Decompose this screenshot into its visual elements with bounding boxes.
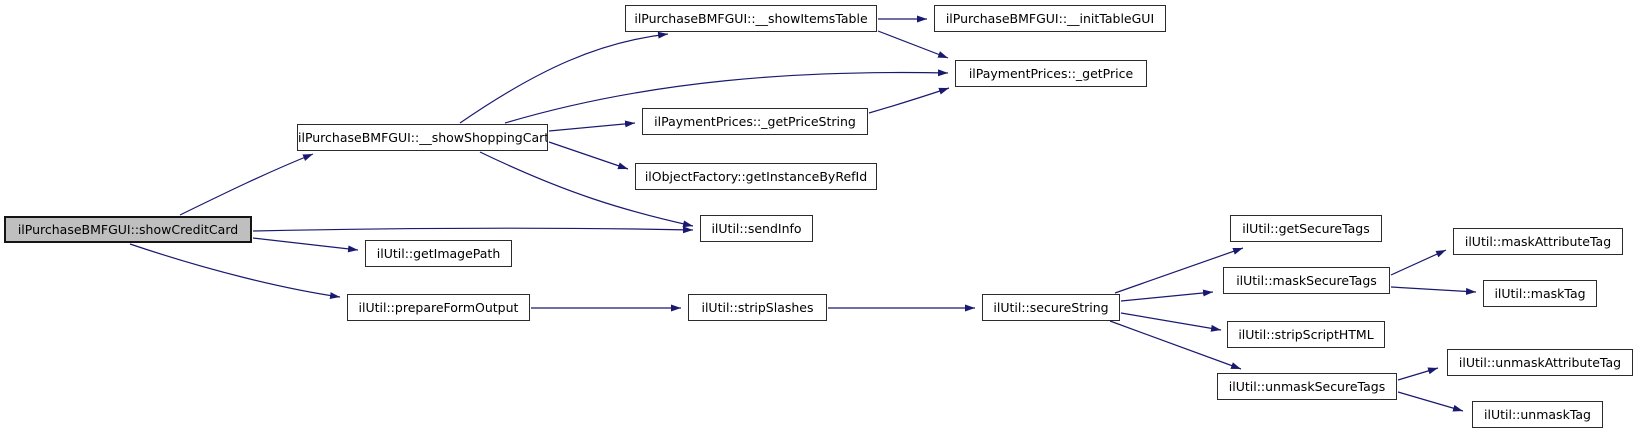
edge-maskSecureTags-maskTag: [1390, 286, 1477, 295]
edge-getPriceString-getPrice: [868, 87, 950, 114]
edge-showCreditCard-sendInfo: [252, 226, 694, 234]
node-get-image-path[interactable]: ilUtil::getImagePath: [365, 240, 512, 267]
node-unmask-tag[interactable]: ilUtil::unmaskTag: [1472, 401, 1603, 428]
edge-showItemsTable-getPrice: [877, 30, 949, 59]
node-unmask-attribute-tag[interactable]: ilUtil::unmaskAttributeTag: [1447, 349, 1633, 376]
node-unmask-secure-tags[interactable]: ilUtil::unmaskSecureTags: [1217, 373, 1397, 400]
node-get-instance-by-ref-id[interactable]: ilObjectFactory::getInstanceByRefId: [635, 163, 877, 190]
node-show-items-table[interactable]: ilPurchaseBMFGUI::__showItemsTable: [625, 5, 877, 32]
node-get-price-string[interactable]: ilPaymentPrices::_getPriceString: [642, 108, 868, 135]
node-show-shopping-cart[interactable]: ilPurchaseBMFGUI::__showShoppingCart: [297, 124, 548, 151]
edge-showShoppingCart-showItemsTable: [459, 31, 669, 124]
node-show-credit-card: ilPurchaseBMFGUI::showCreditCard: [4, 216, 252, 243]
edge-secureString-maskSecureTags: [1120, 289, 1214, 302]
node-mask-attribute-tag[interactable]: ilUtil::maskAttributeTag: [1453, 228, 1623, 255]
node-strip-slashes[interactable]: ilUtil::stripSlashes: [688, 294, 827, 321]
edge-showCreditCard-showShoppingCart: [179, 153, 314, 216]
edge-showCreditCard-getImagePath: [252, 237, 359, 253]
node-prepare-form-output[interactable]: ilUtil::prepareFormOutput: [347, 294, 530, 321]
node-mask-secure-tags[interactable]: ilUtil::maskSecureTags: [1223, 267, 1390, 294]
edge-unmaskSecureTags-unmaskAttributeTag: [1397, 367, 1439, 381]
node-mask-tag[interactable]: ilUtil::maskTag: [1483, 280, 1597, 307]
edge-showShoppingCart-getPriceString: [548, 120, 636, 132]
node-get-secure-tags[interactable]: ilUtil::getSecureTags: [1230, 215, 1382, 242]
edge-showShoppingCart-getInstanceByRefId: [548, 141, 629, 170]
edge-showCreditCard-prepareFormOutput: [129, 243, 341, 300]
node-init-table-gui[interactable]: ilPurchaseBMFGUI::__initTableGUI: [934, 5, 1166, 32]
edge-unmaskSecureTags-unmaskTag: [1397, 391, 1464, 412]
node-secure-string[interactable]: ilUtil::secureString: [982, 294, 1120, 321]
node-send-info[interactable]: ilUtil::sendInfo: [700, 215, 813, 242]
edge-secureString-unmaskSecureTags: [1109, 320, 1242, 370]
node-get-price[interactable]: ilPaymentPrices::_getPrice: [955, 60, 1147, 87]
edge-maskSecureTags-maskAttributeTag: [1390, 249, 1447, 276]
node-strip-script-html[interactable]: ilUtil::stripScriptHTML: [1227, 321, 1385, 348]
edge-secureString-stripScriptHTML: [1120, 312, 1222, 332]
